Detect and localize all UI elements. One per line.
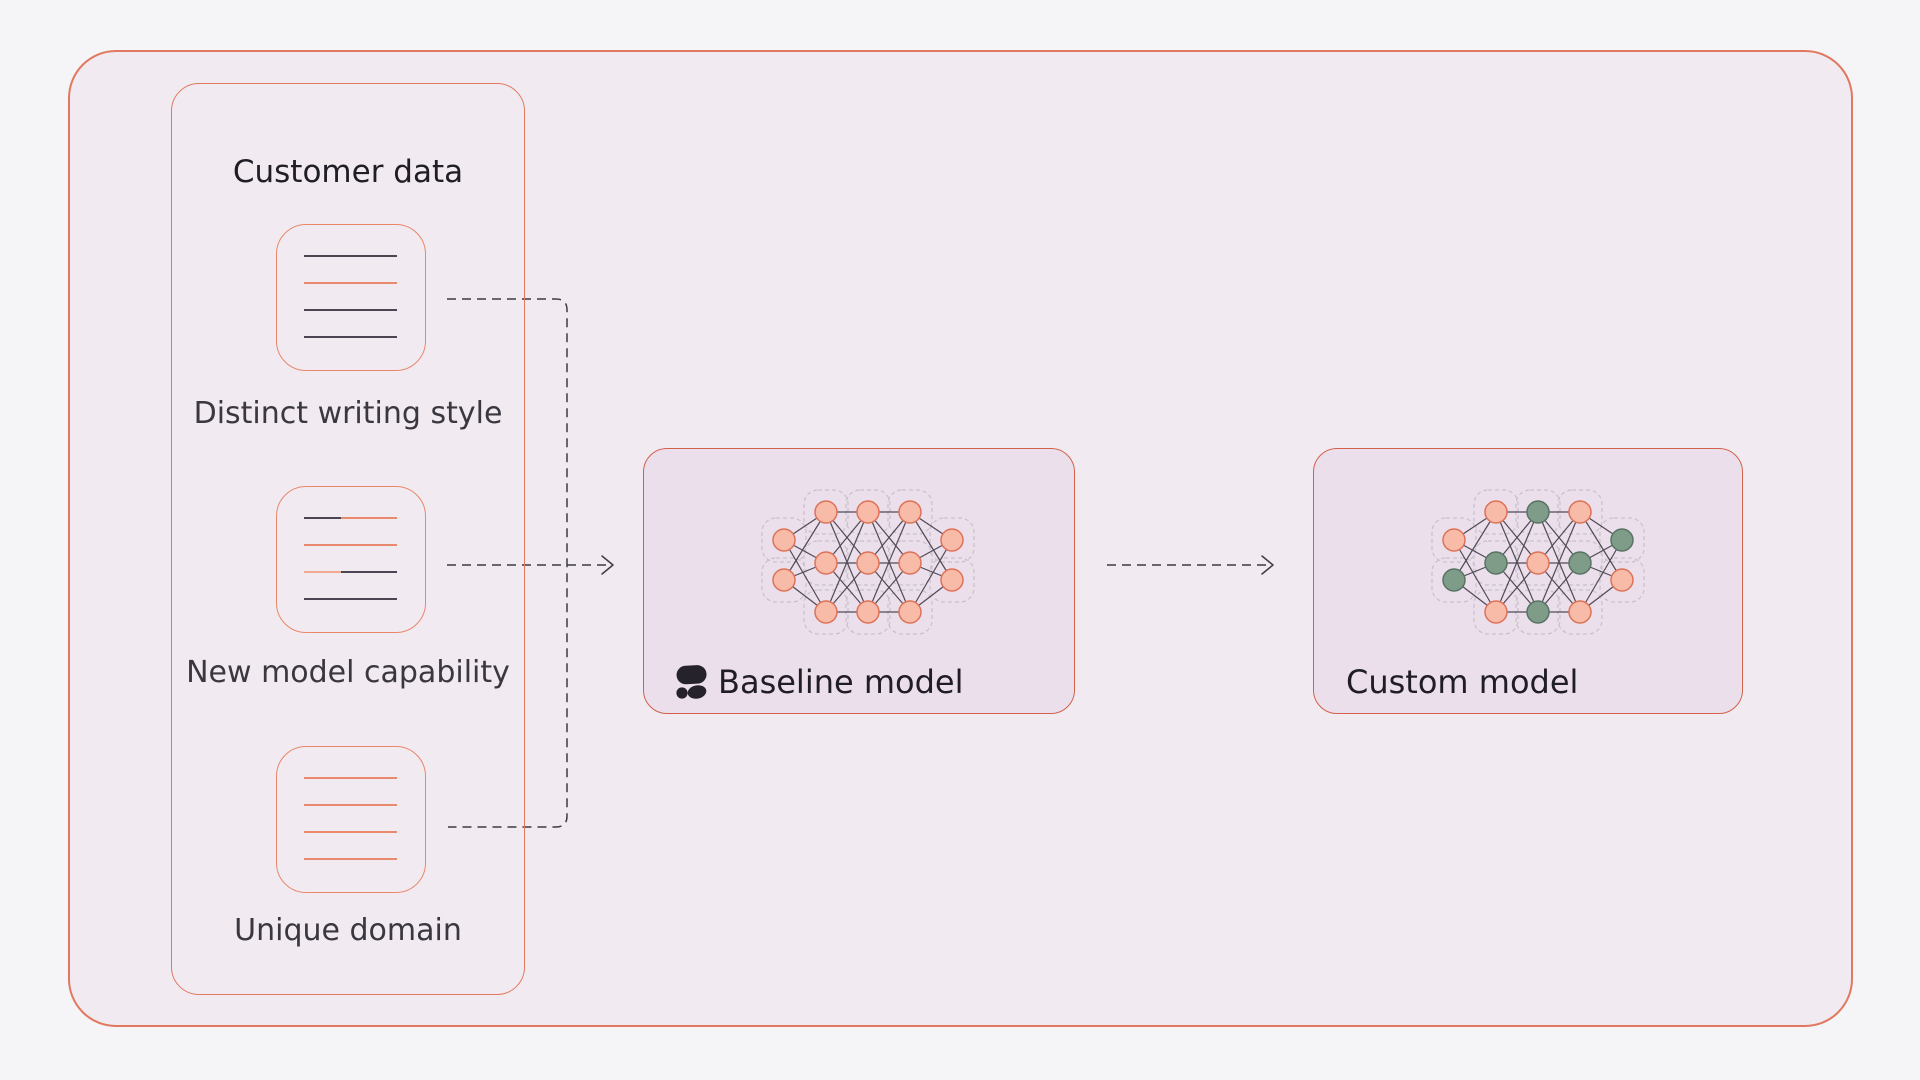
document-text-line xyxy=(304,777,397,779)
document-label-distinct-writing-style: Distinct writing style xyxy=(193,396,503,431)
baseline-network-icon xyxy=(761,489,975,635)
document-text-line xyxy=(304,282,397,284)
document-text-line xyxy=(304,517,397,519)
document-text-line xyxy=(304,571,397,573)
document-card-distinct-writing-style xyxy=(276,224,426,371)
custom-model-label: Custom model xyxy=(1346,663,1579,701)
baseline-model-box: Baseline model xyxy=(643,448,1075,714)
document-text-line xyxy=(304,804,397,806)
document-text-line xyxy=(304,255,397,257)
document-card-unique-domain xyxy=(276,746,426,893)
document-label-unique-domain: Unique domain xyxy=(234,913,462,948)
document-card-new-model-capability xyxy=(276,486,426,633)
customer-data-title: Customer data xyxy=(232,154,464,190)
document-text-line xyxy=(304,309,397,311)
customer-data-panel xyxy=(171,83,525,995)
blob-logo-icon xyxy=(676,665,707,699)
custom-model-box: Custom model xyxy=(1313,448,1743,714)
document-text-line xyxy=(304,544,397,546)
document-label-new-model-capability: New model capability xyxy=(186,655,510,690)
document-text-line xyxy=(304,598,397,600)
custom-network-icon xyxy=(1431,489,1645,635)
document-text-line xyxy=(304,831,397,833)
baseline-model-label: Baseline model xyxy=(718,663,964,701)
document-text-line xyxy=(304,858,397,860)
document-text-line xyxy=(304,336,397,338)
